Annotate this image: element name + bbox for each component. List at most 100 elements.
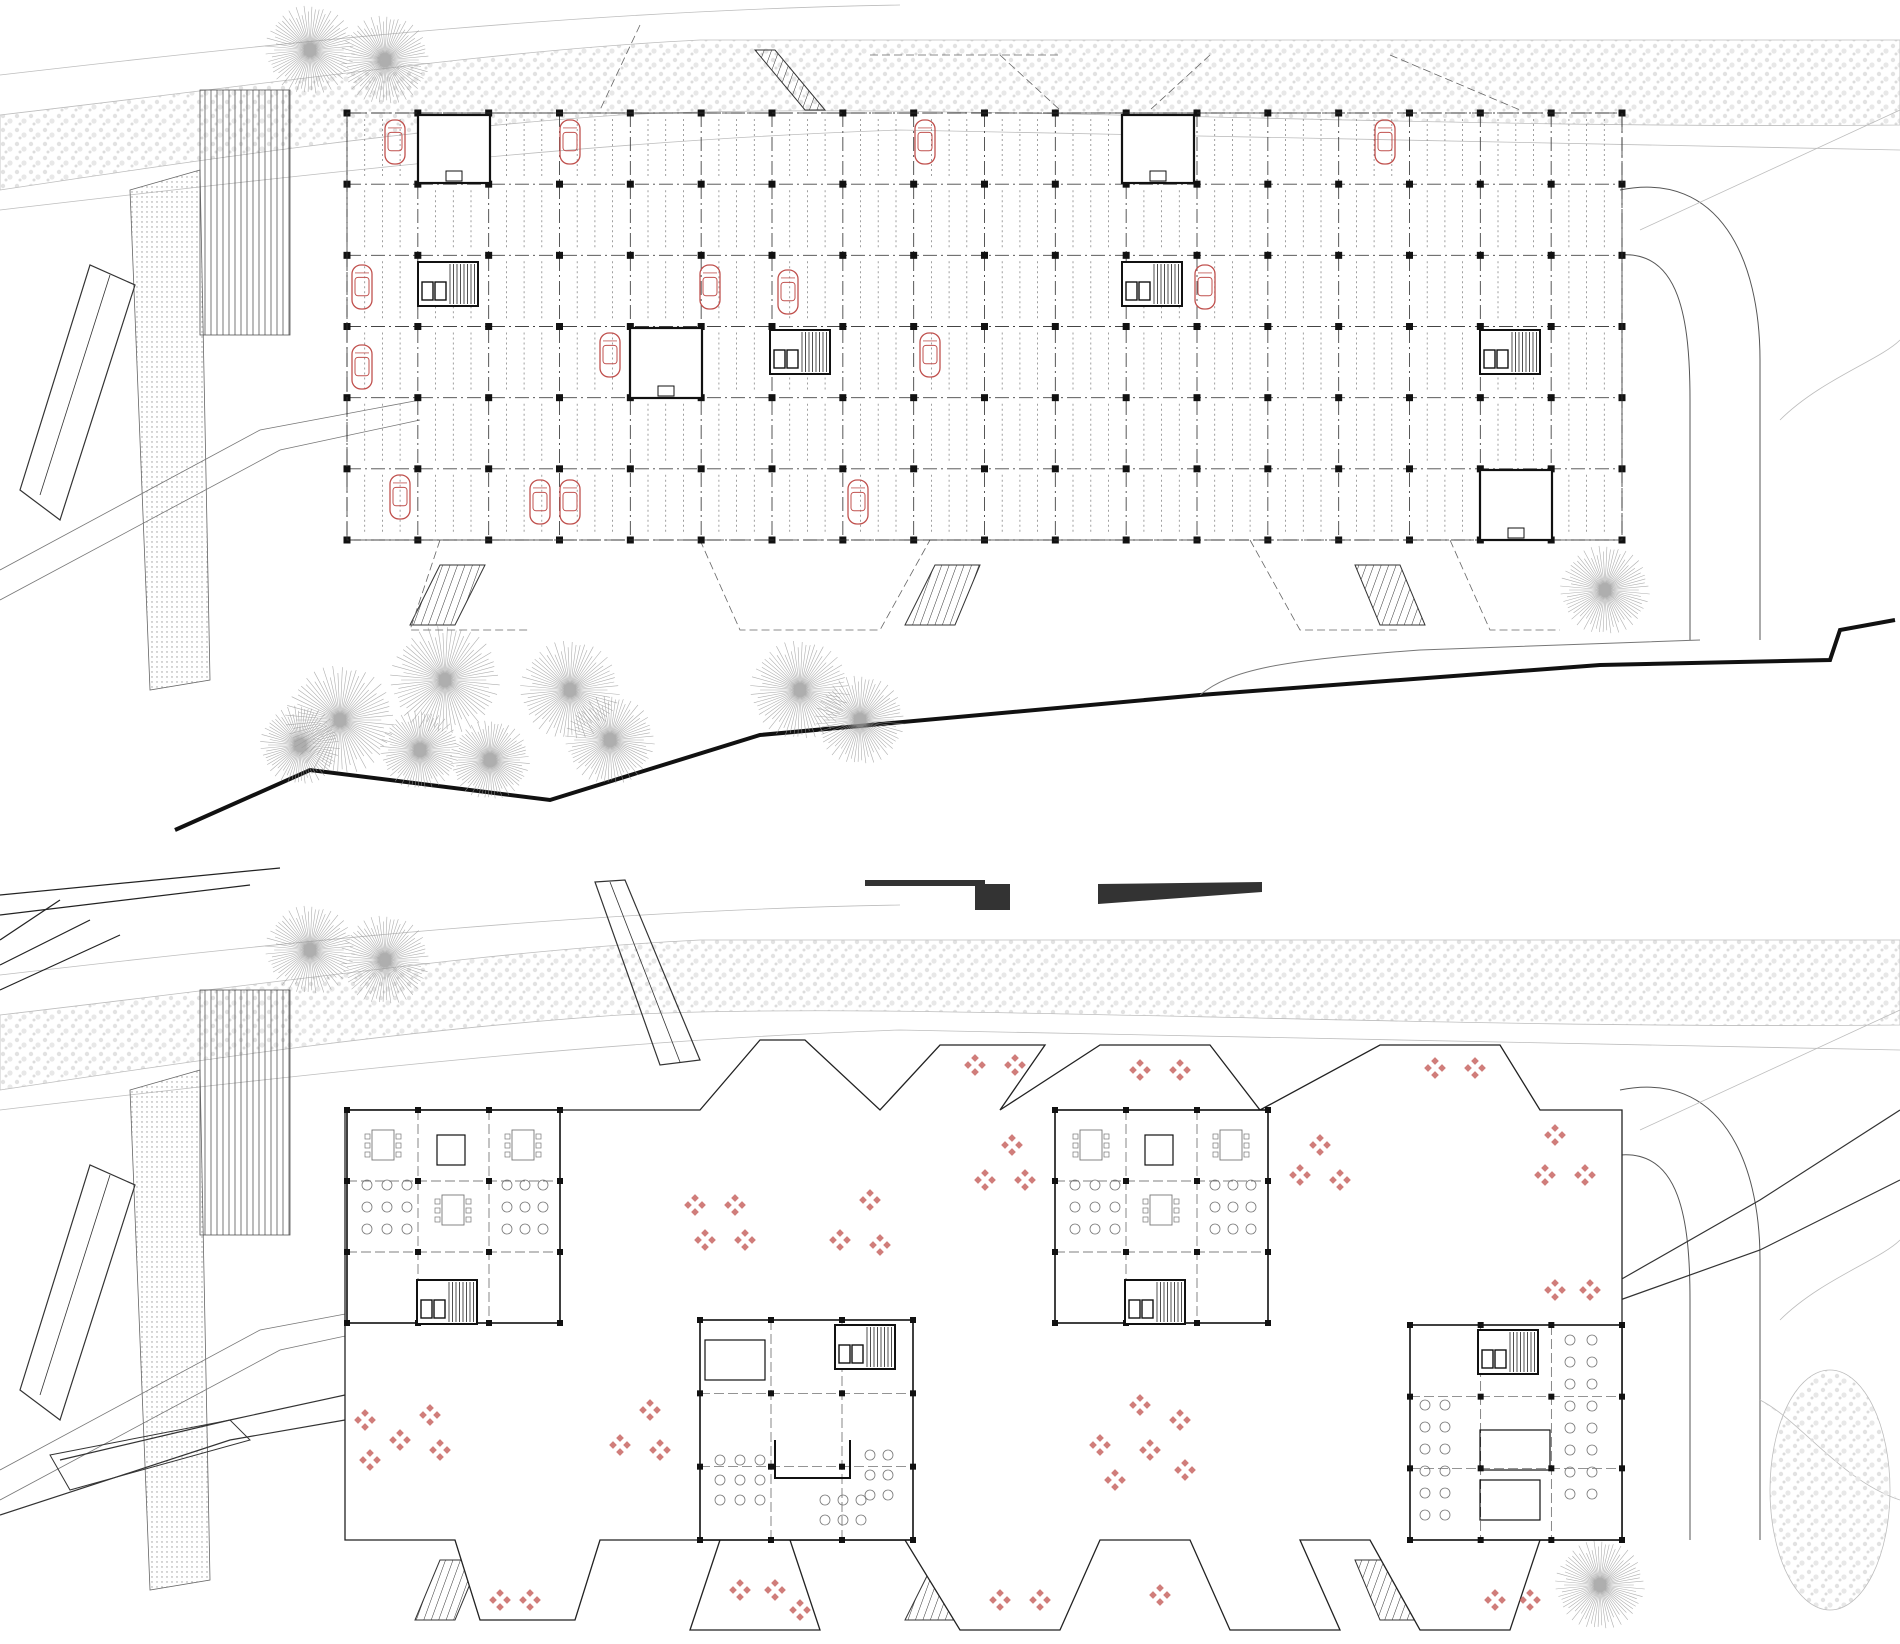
road-band	[0, 939, 1900, 1091]
car-icon	[351, 344, 373, 390]
furniture	[364, 1129, 402, 1161]
furniture	[1072, 1129, 1110, 1161]
hatched-block	[199, 989, 291, 1236]
furniture	[864, 1449, 894, 1501]
tree-icon	[285, 666, 395, 773]
circulation-core	[417, 261, 479, 307]
furniture	[1212, 1129, 1250, 1161]
planter-icon	[1129, 1394, 1151, 1416]
car-icon	[599, 332, 621, 378]
planter-icon	[1329, 1169, 1351, 1191]
planter-icon	[609, 1434, 631, 1456]
planter-icon	[729, 1579, 751, 1601]
circulation-core	[769, 329, 831, 375]
curved-road	[1619, 1154, 1691, 1540]
furniture	[819, 1494, 867, 1526]
circulation-core	[1124, 1279, 1186, 1325]
tree-icon	[1560, 545, 1650, 634]
planters	[354, 1054, 1601, 1621]
circulation-core	[834, 1324, 896, 1370]
planter-icon	[389, 1429, 411, 1451]
planter-icon	[1424, 1057, 1446, 1079]
entrance-stair	[753, 49, 827, 111]
car-icon	[847, 479, 869, 525]
planter-icon	[1004, 1054, 1026, 1076]
path-line	[0, 399, 421, 571]
path-line	[49, 1419, 251, 1491]
adjacent-building	[19, 264, 136, 521]
planter-icon	[1574, 1164, 1596, 1186]
planter-icon	[1289, 1164, 1311, 1186]
planter-icon	[1544, 1279, 1566, 1301]
furniture	[361, 1179, 413, 1235]
planter-icon	[694, 1229, 716, 1251]
planter-icon	[764, 1579, 786, 1601]
ground-level-plan	[344, 1039, 1625, 1631]
furniture	[1564, 1334, 1598, 1500]
hatched-block	[199, 89, 291, 336]
road-band	[0, 39, 1900, 191]
furniture	[1209, 1179, 1257, 1235]
paved-strip	[129, 169, 211, 691]
road-edge	[0, 904, 901, 976]
car-icon	[529, 479, 551, 525]
planter-icon	[639, 1399, 661, 1421]
planter-icon	[1014, 1169, 1036, 1191]
rail-line	[0, 934, 121, 991]
planter-icon	[1029, 1589, 1051, 1611]
rail-line	[0, 867, 281, 896]
kiosk	[1479, 1429, 1551, 1471]
car-icon	[919, 332, 941, 378]
planter-icon	[869, 1234, 891, 1256]
planter-icon	[354, 1409, 376, 1431]
planter-icon	[419, 1404, 441, 1426]
car-icon	[1194, 264, 1216, 310]
planter-icon	[1001, 1134, 1023, 1156]
planter-icon	[964, 1054, 986, 1076]
parking-level-plan	[343, 24, 1626, 631]
planter-icon	[1174, 1459, 1196, 1481]
paved-strip	[129, 1069, 211, 1591]
entrance-stair	[1354, 564, 1426, 626]
path-line	[0, 1419, 346, 1516]
slab-edge	[346, 112, 1623, 541]
planter-icon	[724, 1194, 746, 1216]
pavilion-west	[344, 1107, 563, 1326]
planter-icon	[489, 1589, 511, 1611]
planter-icon	[1169, 1059, 1191, 1081]
planter-icon	[1484, 1589, 1506, 1611]
planter-icon	[1139, 1439, 1161, 1461]
car-icon	[559, 119, 581, 165]
planter-icon	[1544, 1124, 1566, 1146]
pavilion-east	[1052, 1107, 1271, 1326]
furniture	[714, 1454, 766, 1506]
car-icon	[389, 474, 411, 520]
car-icon	[559, 479, 581, 525]
curved-road	[1619, 1086, 1761, 1540]
tree-icon	[380, 710, 460, 789]
furniture	[1419, 1399, 1451, 1521]
furniture	[1069, 1179, 1121, 1235]
plaza-outline	[344, 1039, 1623, 1631]
entrance-stair	[904, 564, 981, 626]
planter-icon	[829, 1229, 851, 1251]
tree-icon	[520, 640, 620, 739]
pavilions	[344, 1107, 1625, 1543]
planter-icon	[789, 1599, 811, 1621]
planter-icon	[734, 1229, 756, 1251]
tree-icon	[1555, 1540, 1645, 1629]
furniture	[504, 1129, 542, 1161]
scale-bar	[975, 884, 1010, 910]
road-edge	[1619, 1109, 1900, 1281]
planter-icon	[989, 1589, 1011, 1611]
planter-icon	[1149, 1584, 1171, 1606]
planter-icon	[1089, 1434, 1111, 1456]
tree-icon	[340, 915, 430, 1004]
service-rooms	[416, 113, 1554, 542]
entrance-stair	[409, 564, 486, 626]
planter-icon	[1309, 1134, 1331, 1156]
wc-block	[436, 1134, 466, 1166]
road-edge	[1619, 1179, 1900, 1301]
circulation-core	[416, 1279, 478, 1325]
